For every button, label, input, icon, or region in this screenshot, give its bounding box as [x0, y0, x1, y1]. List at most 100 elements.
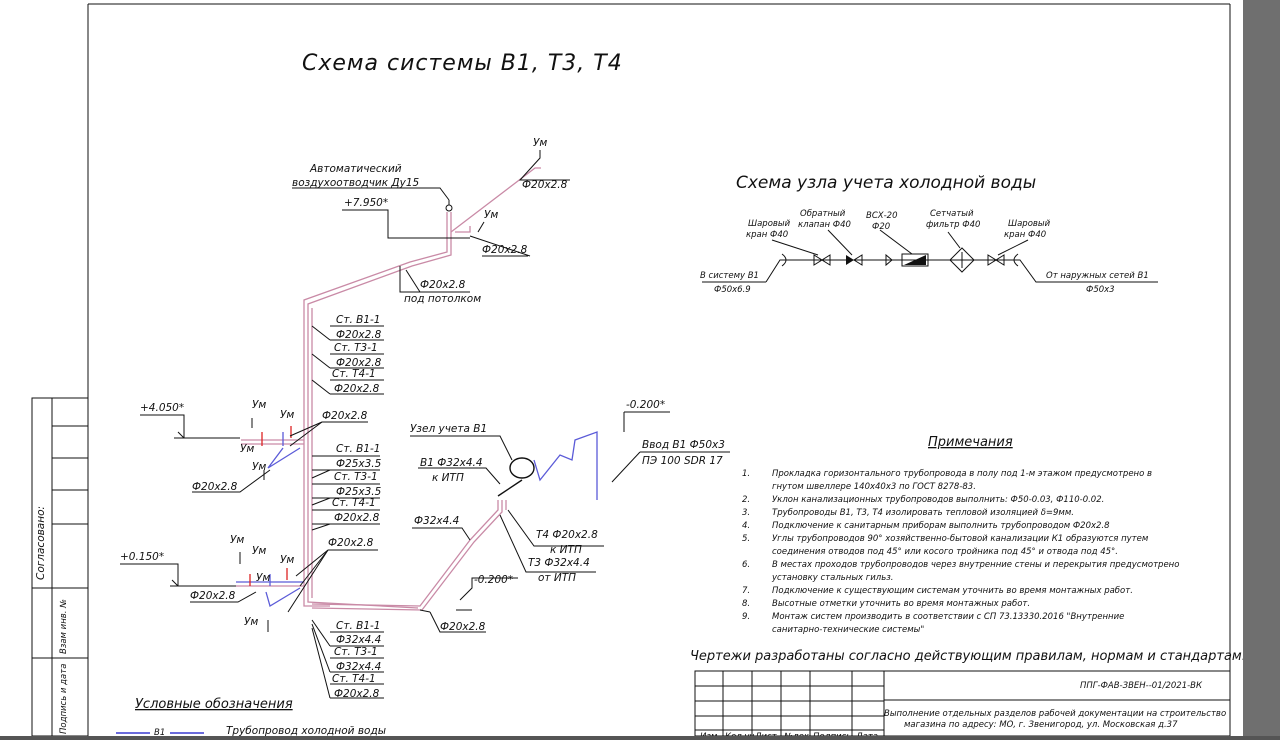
legend-text: Трубопровод холодной воды [226, 725, 386, 736]
label-node-v1: Узел учета В1 [410, 423, 487, 435]
sheet-frame [87, 3, 1231, 736]
label-f1-um-a: Ум [230, 534, 244, 546]
title-block-desc-2: магазина по адресу: МО, г. Звенигород, у… [904, 720, 1178, 730]
legend: Условные обозначения В1 Трубопровод холо… [116, 697, 386, 738]
label-elev-4050: +4.050* [140, 402, 184, 414]
label-f1-um-c: Ум [280, 554, 294, 566]
meter-label-check-valve-1: Обратный [800, 209, 846, 219]
notes-list: 1.Прокладка горизонтального трубопровода… [742, 469, 1179, 635]
side-stamp-agreed: Согласовано: [35, 506, 47, 580]
label-riser-d20-b: Ф20x2.8 [336, 357, 382, 369]
label-riser-d20-c: Ф20x2.8 [334, 383, 380, 395]
meter-label-to-system-1: В систему В1 [700, 271, 759, 281]
legend-title: Условные обозначения [135, 697, 293, 712]
label-f1-d20: Ф20x2.8 [328, 537, 374, 549]
label-um-top: Ум [533, 137, 547, 149]
label-air-vent-1: Автоматический [309, 163, 402, 175]
piping-scheme [236, 167, 541, 632]
meter-label-ball-valve-left-2: кран Ф40 [746, 230, 788, 240]
label-air-vent-2: воздухоотводчик Ду15 [292, 177, 420, 189]
label-f1-um-b: Ум [252, 545, 266, 557]
drawing-sheet: Согласовано: Взам инв. № Подпись и дата … [0, 0, 1246, 740]
meter-label-ball-valve-right-1: Шаровый [1008, 219, 1051, 229]
note-line: установку стальных гильз. [771, 573, 893, 583]
label-under-ceiling: под потолком [404, 293, 481, 305]
label-bot-d32-a: Ф32x4.4 [336, 634, 381, 646]
label-riser-st-v1: Ст. В1-1 [336, 314, 380, 326]
label-mid-d25-b: Ф25x3.5 [336, 486, 382, 498]
note-line: Уклон канализационных трубопроводов выпо… [772, 495, 1104, 505]
label-mid-st-v1: Ст. В1-1 [336, 443, 380, 455]
meter-label-filter-1: Сетчатый [930, 209, 974, 219]
drawing-canvas: Согласовано: Взам инв. № Подпись и дата … [31, 3, 1246, 740]
note-number: 3. [742, 508, 750, 518]
note-number: 7. [742, 586, 750, 596]
note-line: Прокладка горизонтального трубопровода в… [772, 469, 1152, 479]
label-um-right: Ум [484, 209, 498, 221]
label-bot-st-v1: Ст. В1-1 [336, 620, 380, 632]
meter-label-to-system-2: Ф50x6.9 [714, 285, 751, 295]
label-inlet-2: ПЭ 100 SDR 17 [642, 455, 723, 467]
title-block-col-header: Кол.уч [725, 732, 754, 736]
label-f1-d20-left: Ф20x2.8 [190, 590, 236, 602]
label-elev-m0200-top: -0.200* [626, 399, 665, 411]
note-number: 4. [742, 521, 750, 531]
label-bot-st-t3: Ст. Т3-1 [334, 646, 378, 658]
label-riser-st-t4: Ст. Т4-1 [332, 368, 376, 380]
label-riser-st-t3: Ст. Т3-1 [334, 342, 378, 354]
note-line: гнутом швеллере 140x40x3 по ГОСТ 8278-83… [772, 482, 976, 492]
main-title: Схема системы В1, Т3, Т4 [302, 51, 623, 76]
label-f2-um-b: Ум [280, 409, 294, 421]
label-f1-um-e: Ум [244, 616, 258, 628]
meter-label-meter-1: ВСХ-20 [866, 211, 897, 221]
title-block: Изм.Кол.учЛист№док.ПодписьДата ППГ-ФАВ-З… [694, 670, 1231, 740]
meter-labels: Шаровый кран Ф40 Обратный клапан Ф40 ВСХ… [700, 209, 1149, 295]
label-t3-d32: Т3 Ф32x4.4 [528, 557, 590, 569]
title-block-col-header: Изм. [700, 732, 720, 736]
title-block-headers: Изм.Кол.учЛист№док.ПодписьДата [700, 732, 878, 740]
title-block-col-header: Подпись [813, 732, 851, 736]
note-line: Монтаж систем производить в соответствии… [772, 612, 1124, 622]
scheme-labels: Ум Ф20x2.8 Автоматический воздухоотводчи… [120, 137, 725, 700]
note-line: Трубопроводы В1, Т3, Т4 изолировать тепл… [772, 508, 1074, 518]
leader-lines [120, 150, 730, 699]
meter-node-diagram [702, 229, 1158, 283]
label-f1-um-d: Ум [256, 572, 270, 584]
label-f2-um-a: Ум [252, 399, 266, 411]
meter-label-ball-valve-left-1: Шаровый [748, 219, 791, 229]
note-line: Подключение к санитарным приборам выполн… [772, 521, 1110, 531]
note-line: Углы трубопроводов 90° хозяйственно-быто… [772, 534, 1149, 544]
label-bot-d32-b: Ф32x4.4 [336, 661, 381, 673]
label-mid-st-t4: Ст. Т4-1 [332, 497, 376, 509]
note-number: 5. [742, 534, 750, 544]
side-stamp: Согласовано: Взам инв. № Подпись и дата [31, 397, 89, 737]
note-line: В местах проходов трубопроводов через вн… [772, 560, 1179, 570]
meter-label-filter-2: фильтр Ф40 [926, 220, 980, 230]
label-mid-st-t3: Ст. Т3-1 [334, 471, 378, 483]
label-v1-d32: В1 Ф32x4.4 [420, 457, 483, 469]
meter-label-meter-2: Ф20 [872, 222, 890, 232]
notes-section: Примечания 1.Прокладка горизонтального т… [742, 435, 1179, 635]
notes-title: Примечания [928, 435, 1013, 450]
label-f2-d20-left: Ф20x2.8 [192, 481, 238, 493]
label-d32-left: Ф32x4.4 [414, 515, 459, 527]
meter-label-ball-valve-right-2: кран Ф40 [1004, 230, 1046, 240]
label-d20-right: Ф20x2.8 [482, 244, 528, 256]
label-d20-ceiling: Ф20x2.8 [420, 279, 466, 291]
legend-code: В1 [154, 728, 165, 736]
side-stamp-replaced-inv: Взам инв. № [59, 599, 69, 654]
label-t4-d20: Т4 Ф20x2.8 [536, 529, 598, 541]
label-f2-um-c: Ум [240, 443, 254, 455]
meter-scheme-title: Схема узла учета холодной воды [736, 173, 1036, 193]
label-mid-d20: Ф20x2.8 [334, 512, 380, 524]
label-bot-st-t4: Ст. Т4-1 [332, 673, 376, 685]
label-to-itp-2: к ИТП [550, 544, 582, 556]
label-bot-d20: Ф20x2.8 [334, 688, 380, 700]
title-block-col-header: Дата [855, 732, 878, 736]
title-block-col-header: Лист [754, 732, 778, 736]
label-f2-um-d: Ум [252, 461, 266, 473]
label-riser-d20-a: Ф20x2.8 [336, 329, 382, 341]
label-from-itp: от ИТП [538, 572, 576, 584]
meter-label-from-outer-1: От наружных сетей В1 [1046, 271, 1149, 281]
